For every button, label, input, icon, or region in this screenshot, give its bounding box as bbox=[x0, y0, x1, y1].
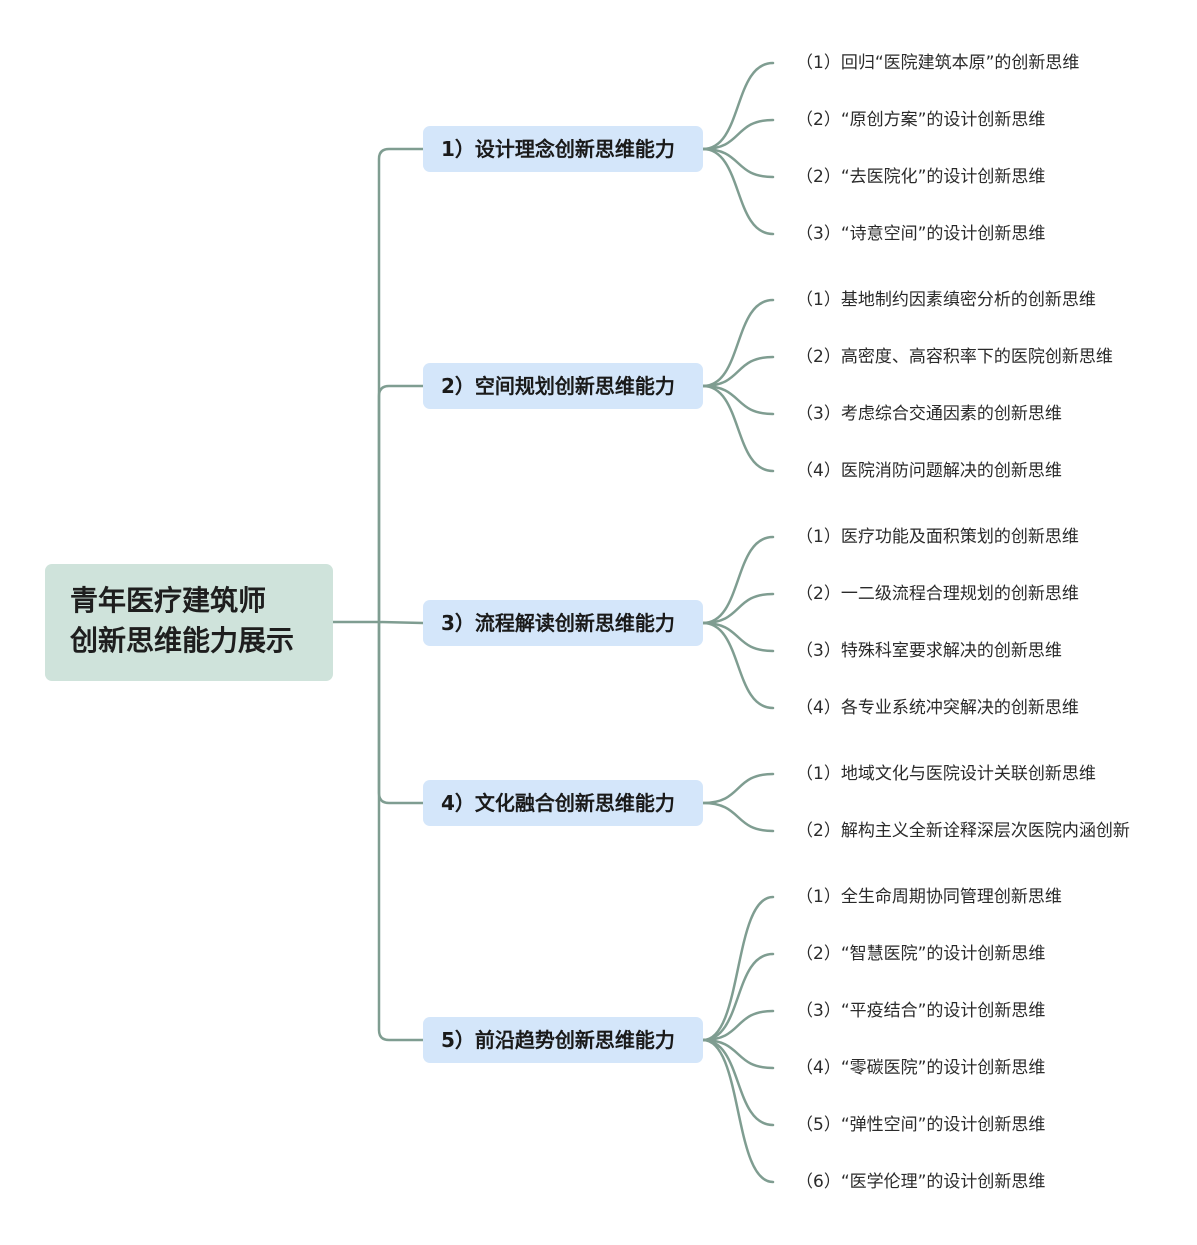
leaf-topic[interactable]: （4）“零碳医院”的设计创新思维 bbox=[796, 1058, 1046, 1078]
leaf-topic[interactable]: （1）全生命周期协同管理创新思维 bbox=[796, 887, 1062, 907]
leaf-topic[interactable]: （3）考虑综合交通因素的创新思维 bbox=[796, 404, 1062, 424]
leaf-connector bbox=[701, 1038, 775, 1070]
leaf-connector bbox=[701, 147, 775, 179]
leaf-topic[interactable]: （4）医院消防问题解决的创新思维 bbox=[796, 461, 1062, 481]
branch-topic-process-reading[interactable]: 3）流程解读创新思维能力 bbox=[423, 600, 703, 646]
leaf-topic[interactable]: （2）高密度、高容积率下的医院创新思维 bbox=[796, 347, 1113, 367]
leaf-connector bbox=[701, 772, 775, 805]
leaf-topic[interactable]: （5）“弹性空间”的设计创新思维 bbox=[796, 1115, 1046, 1135]
leaf-topic[interactable]: （1）基地制约因素缜密分析的创新思维 bbox=[796, 290, 1096, 310]
leaf-topic[interactable]: （1）回归“医院建筑本原”的创新思维 bbox=[796, 53, 1080, 73]
leaf-connector bbox=[701, 952, 775, 1042]
leaf-connector bbox=[701, 1038, 775, 1184]
trunk-connector bbox=[377, 147, 425, 624]
branch-topic-frontier-trends[interactable]: 5）前沿趋势创新思维能力 bbox=[423, 1017, 703, 1063]
leaf-topic[interactable]: （3）“诗意空间”的设计创新思维 bbox=[796, 224, 1046, 244]
leaf-topic[interactable]: （2）“智慧医院”的设计创新思维 bbox=[796, 944, 1046, 964]
trunk-connector bbox=[377, 620, 425, 625]
branch-topic-culture-fusion[interactable]: 4）文化融合创新思维能力 bbox=[423, 780, 703, 826]
leaf-connector bbox=[701, 384, 775, 416]
leaf-connector bbox=[701, 592, 775, 625]
root-topic[interactable]: 青年医疗建筑师 创新思维能力展示 bbox=[45, 564, 333, 681]
root-title-line-1: 青年医疗建筑师 bbox=[70, 584, 267, 617]
leaf-topic[interactable]: （2）“原创方案”的设计创新思维 bbox=[796, 110, 1046, 130]
root-title-line-2: 创新思维能力展示 bbox=[70, 624, 295, 657]
leaf-connector bbox=[701, 1038, 775, 1127]
leaf-connector bbox=[701, 118, 775, 151]
trunk-connector bbox=[377, 620, 425, 1042]
leaf-connector bbox=[701, 384, 775, 473]
leaf-topic[interactable]: （2）“去医院化”的设计创新思维 bbox=[796, 167, 1046, 187]
leaf-topic[interactable]: （3）特殊科室要求解决的创新思维 bbox=[796, 641, 1062, 661]
branch-topic-design-concept[interactable]: 1）设计理念创新思维能力 bbox=[423, 126, 703, 172]
trunk-connector bbox=[377, 620, 425, 805]
leaf-topic[interactable]: （3）“平疫结合”的设计创新思维 bbox=[796, 1001, 1046, 1021]
leaf-connector bbox=[701, 801, 775, 833]
leaf-topic[interactable]: （2）解构主义全新诠释深层次医院内涵创新 bbox=[796, 821, 1130, 841]
leaf-connector bbox=[701, 621, 775, 710]
leaf-connector bbox=[701, 355, 775, 388]
leaf-topic[interactable]: （1）地域文化与医院设计关联创新思维 bbox=[796, 764, 1096, 784]
leaf-connector bbox=[701, 1009, 775, 1042]
trunk-connector bbox=[377, 384, 425, 624]
leaf-connector bbox=[701, 61, 775, 151]
branch-topic-space-planning[interactable]: 2）空间规划创新思维能力 bbox=[423, 363, 703, 409]
leaf-topic[interactable]: （4）各专业系统冲突解决的创新思维 bbox=[796, 698, 1079, 718]
leaf-topic[interactable]: （1）医疗功能及面积策划的创新思维 bbox=[796, 527, 1079, 547]
leaf-connector bbox=[701, 298, 775, 388]
leaf-connector bbox=[701, 535, 775, 625]
leaf-connector bbox=[701, 895, 775, 1042]
leaf-topic[interactable]: （6）“医学伦理”的设计创新思维 bbox=[796, 1172, 1046, 1192]
leaf-connector bbox=[701, 147, 775, 236]
leaf-connector bbox=[701, 621, 775, 653]
leaf-topic[interactable]: （2）一二级流程合理规划的创新思维 bbox=[796, 584, 1079, 604]
